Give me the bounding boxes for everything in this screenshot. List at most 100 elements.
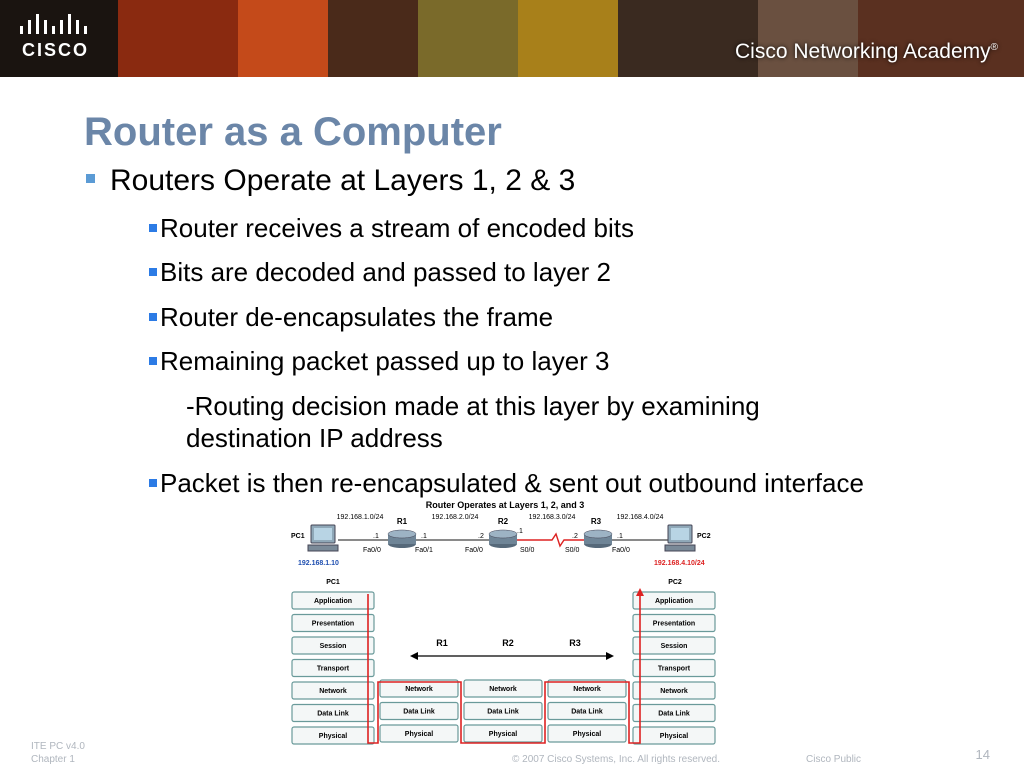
pc1-layer-label: Data Link bbox=[317, 711, 349, 718]
router-label-r3: R3 bbox=[591, 517, 602, 526]
pc1-layer-label: Session bbox=[320, 643, 347, 650]
page-number: 14 bbox=[975, 747, 990, 762]
router-1-layer-box bbox=[379, 724, 459, 743]
arrow-right-icon bbox=[606, 652, 614, 660]
pc1-layer-box bbox=[291, 681, 375, 700]
osi-layers-diagram: Router Operates at Layers 1, 2, and 3 19… bbox=[291, 500, 716, 745]
pc2-layer-box bbox=[632, 591, 716, 610]
registered-mark: ® bbox=[990, 42, 998, 53]
host-octet: .2 bbox=[572, 533, 578, 540]
pc1-layer-label: Presentation bbox=[312, 621, 354, 628]
footer-course: ITE PC v4.0 bbox=[31, 741, 85, 752]
span-label-r1: R1 bbox=[436, 638, 448, 648]
footer-chapter: Chapter 1 bbox=[31, 754, 75, 765]
router-3-layer-label: Data Link bbox=[571, 709, 603, 716]
router-2-layer-label: Data Link bbox=[487, 709, 519, 716]
host-octet: .1 bbox=[617, 533, 623, 540]
pc2-layer-label: Physical bbox=[660, 733, 688, 740]
footer-copyright: © 2007 Cisco Systems, Inc. All rights re… bbox=[512, 754, 721, 765]
router-3-layer-label: Physical bbox=[573, 731, 601, 738]
interface-label: Fa0/0 bbox=[465, 547, 483, 554]
router-3-layer-label: Network bbox=[573, 686, 601, 693]
router-2-layer-label: Physical bbox=[489, 731, 517, 738]
bullet-marker bbox=[149, 268, 157, 276]
academy-title: Cisco Networking Academy® bbox=[735, 40, 998, 64]
host-octet: .1 bbox=[421, 533, 427, 540]
sub-bullet-3: Router de-encapsulates the frame bbox=[160, 302, 554, 332]
cisco-logo: CISCO bbox=[14, 14, 104, 64]
pc2-layer-box bbox=[632, 636, 716, 655]
pc1-label: PC1 bbox=[291, 533, 305, 540]
interface-label: Fa0/1 bbox=[415, 547, 433, 554]
header-banner: CISCO Cisco Networking Academy® bbox=[0, 0, 1024, 77]
sub-bullet-1: Router receives a stream of encoded bits bbox=[160, 213, 635, 243]
cisco-logo-text: CISCO bbox=[22, 40, 90, 60]
pc1-icon bbox=[307, 524, 339, 552]
interface-label: Fa0/0 bbox=[363, 547, 381, 554]
pc1-layer-box bbox=[291, 703, 375, 723]
pc2-layer-label: Network bbox=[660, 688, 688, 695]
router-3-layer-box bbox=[547, 724, 627, 743]
host-octet: .2 bbox=[478, 533, 484, 540]
sub-bullet-4: Remaining packet passed up to layer 3 bbox=[160, 346, 610, 376]
pc1-layer-box bbox=[291, 613, 375, 633]
interface-label: Fa0/0 bbox=[612, 547, 630, 554]
host-octet: .1 bbox=[373, 533, 379, 540]
pc2-ip: 192.168.4.10/24 bbox=[654, 560, 705, 567]
serial-link-r2-r3 bbox=[516, 532, 586, 548]
footer-classification: Cisco Public bbox=[806, 754, 862, 765]
pc2-layer-box bbox=[632, 613, 716, 633]
router-2-layer-label: Network bbox=[489, 686, 517, 693]
arrow-left-icon bbox=[410, 652, 418, 660]
bullet-marker bbox=[149, 357, 157, 365]
interface-label: S0/0 bbox=[520, 547, 535, 554]
pc1-layer-box bbox=[291, 658, 375, 678]
network-label-3: 192.168.3.0/24 bbox=[529, 514, 576, 521]
pc2-layer-label: Transport bbox=[658, 666, 691, 673]
span-label-r3: R3 bbox=[569, 638, 581, 648]
network-label-1: 192.168.1.0/24 bbox=[337, 514, 384, 521]
router-label-r2: R2 bbox=[498, 517, 509, 526]
packet-path bbox=[367, 594, 641, 744]
packet-arrow-icon bbox=[636, 588, 644, 596]
slide-title: Router as a Computer bbox=[84, 110, 502, 154]
bullet-marker bbox=[149, 313, 157, 321]
diagram-title: Router Operates at Layers 1, 2, and 3 bbox=[426, 500, 585, 510]
router-1-layer-box bbox=[379, 679, 459, 698]
router-r1-icon bbox=[387, 529, 417, 548]
router-1-layer-label: Physical bbox=[405, 731, 433, 738]
pc2-icon bbox=[664, 524, 696, 552]
host-octet: .1 bbox=[517, 528, 523, 535]
router-2-layer-box bbox=[463, 679, 543, 698]
pc1-layer-box bbox=[291, 636, 375, 655]
router-r2-icon bbox=[488, 529, 518, 548]
pc2-layer-box bbox=[632, 658, 716, 678]
pc2-layer-box bbox=[632, 703, 716, 723]
pc2-layer-box bbox=[632, 726, 716, 745]
pc1-ip: 192.168.1.10 bbox=[298, 560, 339, 567]
router-1-layer-box bbox=[379, 701, 459, 721]
pc2-label: PC2 bbox=[697, 533, 711, 540]
pc1-layer-label: Transport bbox=[317, 666, 350, 673]
sub-bullet-5: Packet is then re-encapsulated & sent ou… bbox=[160, 468, 864, 498]
cisco-bridge-icon bbox=[20, 14, 87, 34]
pc1-layer-box bbox=[291, 726, 375, 745]
router-2-layer-box bbox=[463, 701, 543, 721]
bullet-marker bbox=[149, 224, 157, 232]
bullet-marker bbox=[149, 479, 157, 487]
pc1-layer-box bbox=[291, 591, 375, 610]
note-line-1: -Routing decision made at this layer by … bbox=[186, 391, 760, 421]
pc2-stack-label: PC2 bbox=[668, 579, 682, 586]
router-label-r1: R1 bbox=[397, 517, 408, 526]
router-3-layer-box bbox=[547, 701, 627, 721]
router-3-layer-box bbox=[547, 679, 627, 698]
interface-label: S0/0 bbox=[565, 547, 580, 554]
pc1-layer-label: Physical bbox=[319, 733, 347, 740]
pc1-layer-label: Application bbox=[314, 598, 352, 605]
router-r3-icon bbox=[583, 529, 613, 548]
network-label-2: 192.168.2.0/24 bbox=[432, 514, 479, 521]
router-1-layer-label: Data Link bbox=[403, 709, 435, 716]
bullet-marker bbox=[86, 174, 95, 183]
pc2-layer-label: Presentation bbox=[653, 621, 695, 628]
